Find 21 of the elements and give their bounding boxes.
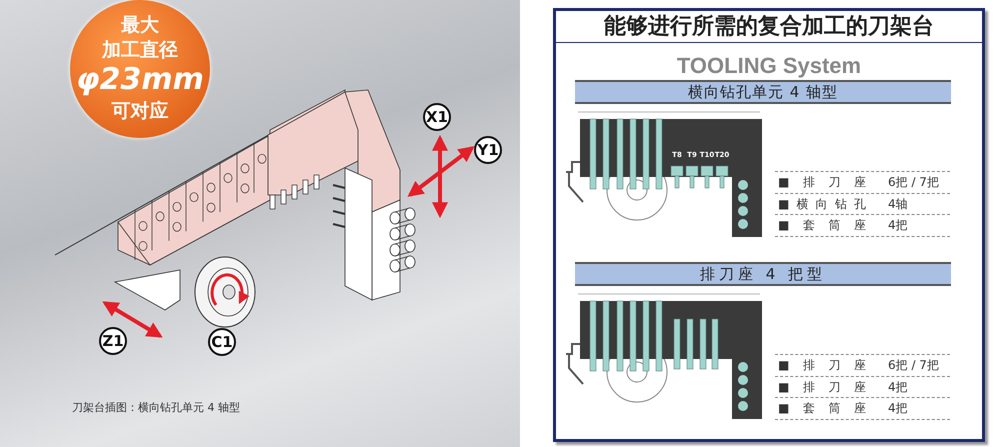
spec-value: 4把 [888, 378, 908, 396]
spec-value: 6把 / 7把 [888, 174, 939, 191]
spec-value: 6把 / 7把 [888, 357, 939, 374]
spec-value: 4把 [888, 217, 908, 234]
badge-text: 加工直径 [100, 38, 179, 63]
figure-caption: 刀架台插图：横向钻孔单元 4 轴型 [72, 400, 240, 415]
section-band: 横向钻孔单元 4 轴型 [575, 80, 951, 104]
spec-value: 4轴 [888, 196, 908, 212]
spec-label: ■套筒座 [778, 217, 866, 234]
badge-text: φ23mm [75, 62, 205, 97]
badge-text: 可对应 [110, 99, 170, 124]
spec-value: 4把 [888, 400, 908, 417]
badge-text: 最大 [120, 13, 160, 38]
spec-label: ■横向钻孔 [778, 196, 866, 212]
spec-label: ■排刀座 [778, 357, 866, 374]
system-heading: TOOLING System [676, 53, 862, 79]
section-band: 排刀座 4 把型 [575, 262, 951, 286]
spec-label: ■排刀座 [778, 378, 866, 396]
spec-label: ■套筒座 [778, 400, 866, 417]
panel-title: 能够进行所需的复合加工的刀架台 [603, 13, 935, 41]
spec-label: ■排刀座 [778, 174, 866, 191]
